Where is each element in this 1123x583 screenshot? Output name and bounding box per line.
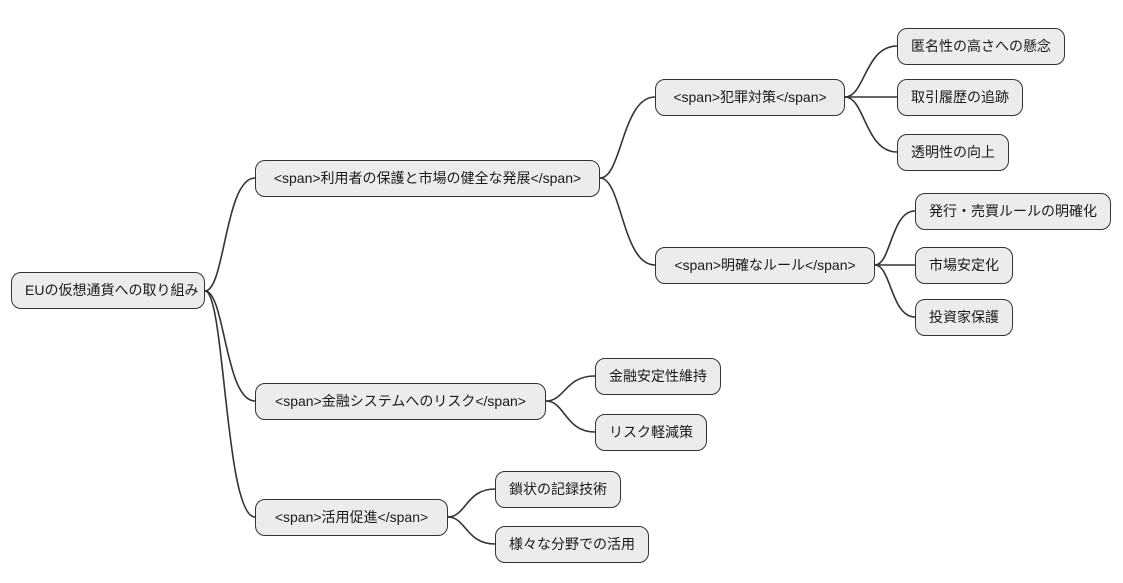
mindmap-node-market-stabilization: 市場安定化	[915, 247, 1013, 284]
edge-risk-to-mitigation	[545, 400, 596, 433]
edge-utilization-to-blockchain	[447, 488, 496, 518]
edge-user-protection-to-clear-rules	[599, 177, 656, 266]
mindmap-node-transaction-tracking: 取引履歴の追跡	[897, 79, 1023, 116]
mindmap-node-financial-risk: <span>金融システムへのリスク</span>	[255, 383, 546, 420]
mindmap-node-user-protection: <span>利用者の保護と市場の健全な発展</span>	[255, 160, 600, 197]
mindmap-node-root: EUの仮想通貨への取り組み	[11, 272, 205, 309]
mindmap-node-clear-rules: <span>明確なルール</span>	[655, 247, 875, 284]
mindmap-node-utilization: <span>活用促進</span>	[255, 499, 448, 536]
edge-risk-to-financial-stability	[545, 375, 596, 402]
edge-crime-to-transparency	[844, 96, 898, 153]
edge-user-protection-to-crime-measures	[599, 96, 656, 179]
mindmap-node-issuance-rules: 発行・売買ルールの明確化	[915, 193, 1111, 230]
edge-root-to-user-protection	[204, 177, 256, 292]
mindmap-node-financial-stability: 金融安定性維持	[595, 358, 721, 395]
mindmap-node-investor-protection: 投資家保護	[915, 299, 1013, 336]
edge-rules-to-issuance	[874, 210, 916, 266]
edge-rules-to-investor-protection	[874, 264, 916, 318]
mindmap-node-blockchain-tech: 鎖状の記録技術	[495, 471, 621, 508]
mindmap-node-transparency: 透明性の向上	[897, 134, 1009, 171]
mindmap-node-various-fields: 様々な分野での活用	[495, 526, 649, 563]
mindmap-node-anonymity-concern: 匿名性の高さへの懸念	[897, 28, 1065, 65]
mindmap-node-risk-mitigation: リスク軽減策	[595, 414, 707, 451]
mindmap-node-crime-measures: <span>犯罪対策</span>	[655, 79, 845, 116]
edge-utilization-to-various-fields	[447, 516, 496, 545]
edge-crime-to-anonymity	[844, 45, 898, 98]
edge-root-to-financial-risk	[204, 290, 256, 402]
edge-root-to-utilization	[204, 290, 256, 518]
